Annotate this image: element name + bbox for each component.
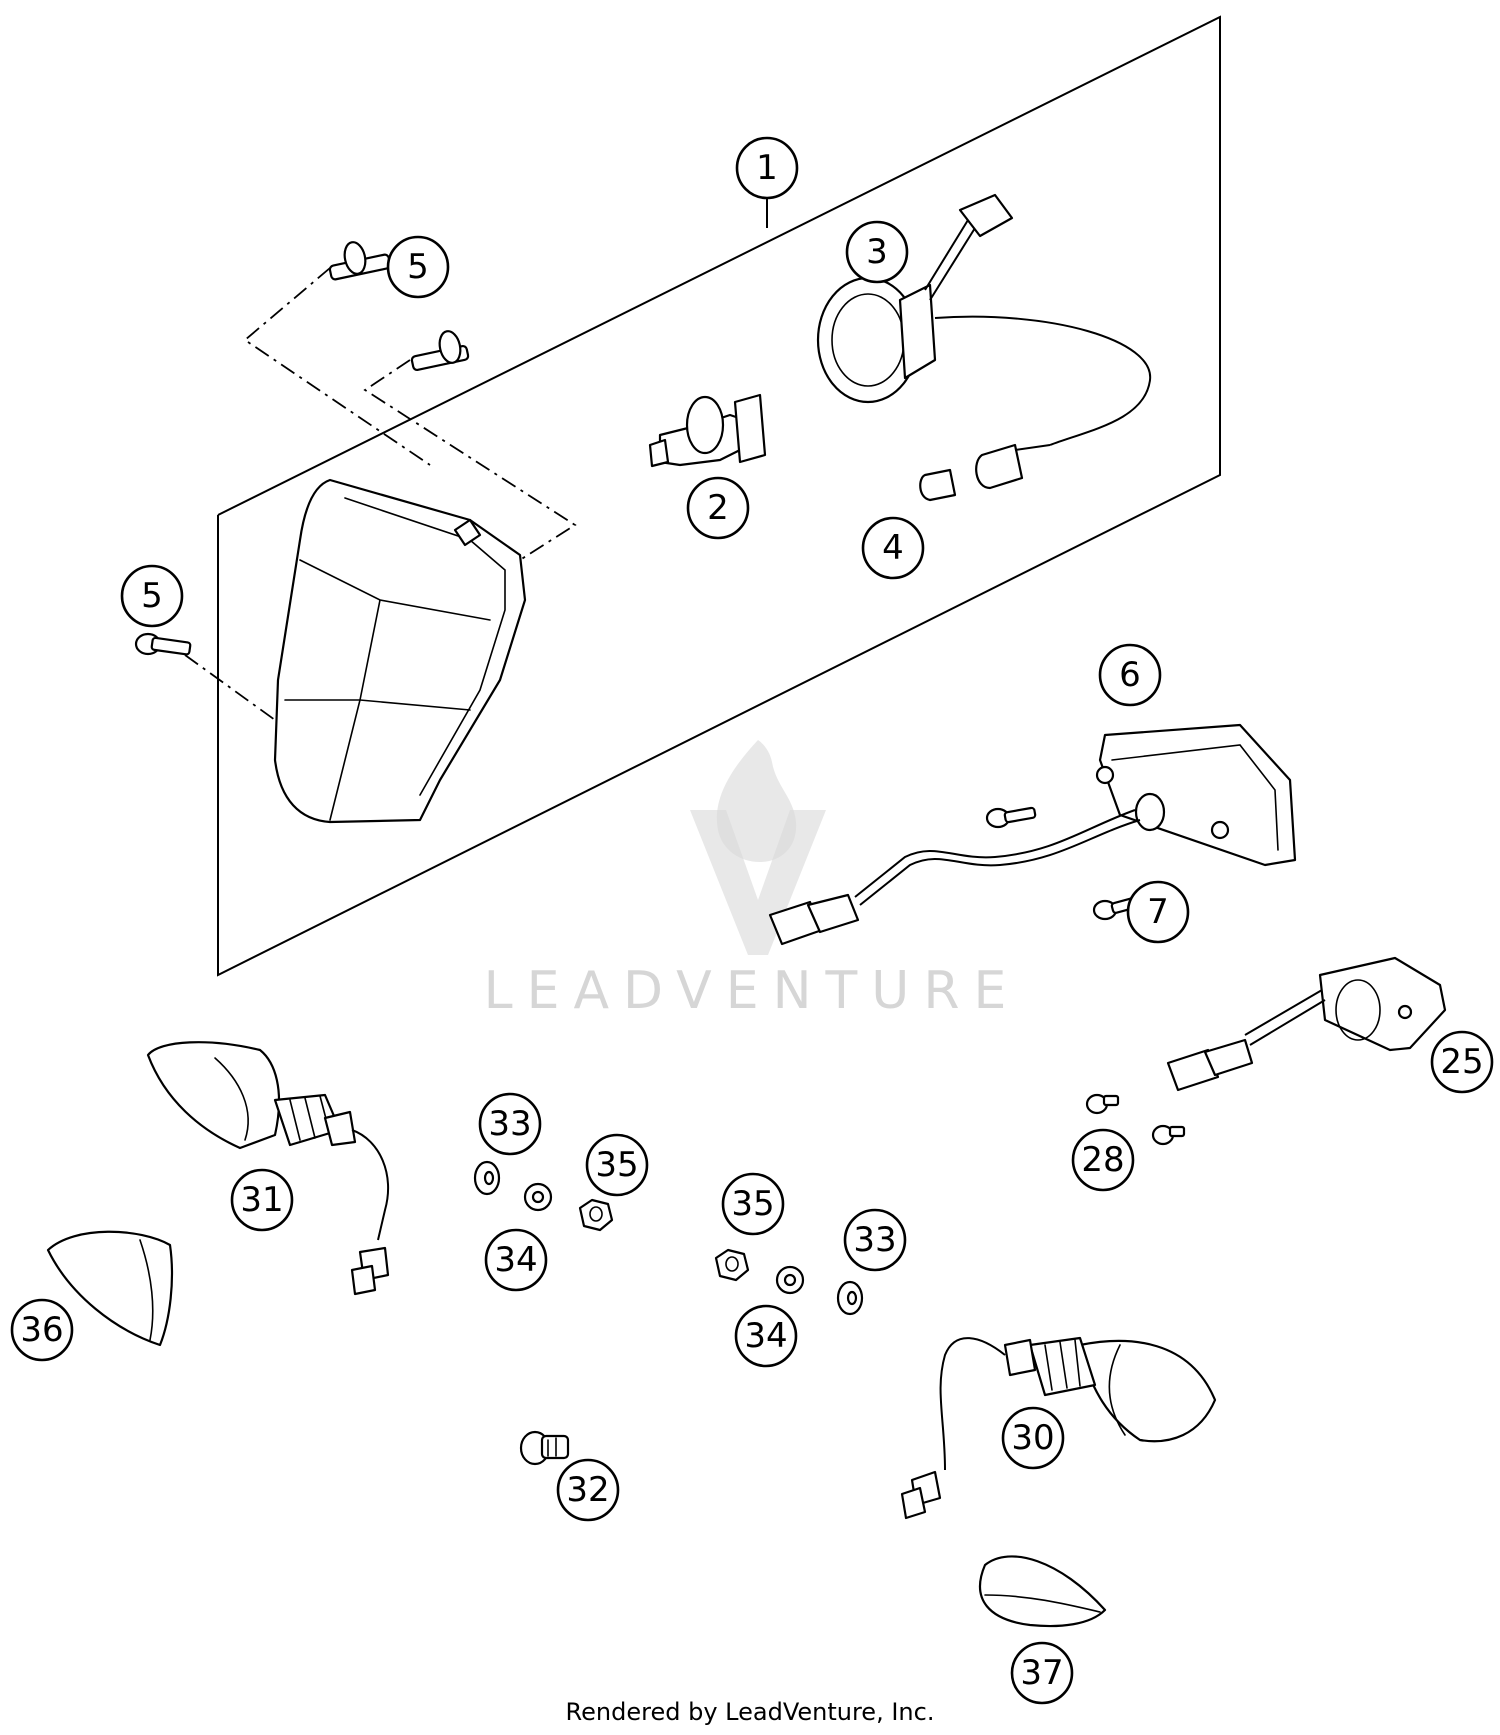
svg-text:7: 7 xyxy=(1147,892,1169,932)
callout-32[interactable]: 32 xyxy=(556,1458,620,1522)
mounting-bolt-side xyxy=(134,632,192,656)
turn-signal-bulb xyxy=(519,1430,570,1466)
bulb-socket-harness xyxy=(816,193,1152,446)
svg-text:33: 33 xyxy=(488,1104,531,1144)
svg-text:4: 4 xyxy=(882,528,904,568)
callout-37[interactable]: 37 xyxy=(1010,1641,1074,1705)
svg-text:35: 35 xyxy=(731,1184,774,1224)
callout-33-right[interactable]: 33 xyxy=(843,1208,907,1272)
washer-right xyxy=(836,1280,864,1316)
nut-left xyxy=(578,1198,614,1232)
svg-text:37: 37 xyxy=(1020,1653,1063,1693)
svg-text:28: 28 xyxy=(1081,1140,1124,1180)
lock-washer-left xyxy=(523,1182,553,1212)
callout-5-side[interactable]: 5 xyxy=(120,564,184,628)
parking-light-bulb xyxy=(919,443,1051,502)
svg-text:5: 5 xyxy=(141,576,163,616)
tail-light-screw-2 xyxy=(1092,896,1142,921)
callout-5-top[interactable]: 5 xyxy=(386,235,450,299)
screw-2 xyxy=(1151,1124,1186,1146)
headlight-bulb xyxy=(648,393,767,468)
bolt-dash-lines xyxy=(184,267,577,721)
nut-right xyxy=(714,1248,750,1282)
svg-text:36: 36 xyxy=(20,1310,63,1350)
svg-text:2: 2 xyxy=(707,488,729,528)
svg-text:32: 32 xyxy=(566,1470,609,1510)
leadventure-watermark: LEADVENTURE xyxy=(484,740,1021,1021)
svg-text:35: 35 xyxy=(595,1145,638,1185)
callout-4[interactable]: 4 xyxy=(861,516,925,580)
callout-7[interactable]: 7 xyxy=(1126,880,1190,944)
callout-35-left[interactable]: 35 xyxy=(585,1133,649,1197)
mounting-bolt-top-2 xyxy=(410,330,470,372)
callout-33-left[interactable]: 33 xyxy=(478,1092,542,1156)
callout-34-right[interactable]: 34 xyxy=(734,1304,798,1368)
svg-text:6: 6 xyxy=(1119,655,1141,695)
callout-25[interactable]: 25 xyxy=(1430,1030,1494,1094)
callout-2[interactable]: 2 xyxy=(686,476,750,540)
license-plate-light xyxy=(1166,956,1447,1092)
turn-signal-right xyxy=(900,1336,1217,1520)
svg-text:3: 3 xyxy=(866,232,888,272)
svg-text:5: 5 xyxy=(407,247,429,287)
lens-right xyxy=(979,1555,1107,1628)
callout-3[interactable]: 3 xyxy=(845,220,909,284)
svg-text:34: 34 xyxy=(744,1316,787,1356)
tail-light-screw-1 xyxy=(985,806,1037,829)
callout-31[interactable]: 31 xyxy=(230,1168,294,1232)
svg-text:33: 33 xyxy=(853,1220,896,1260)
callout-36[interactable]: 36 xyxy=(10,1298,74,1362)
headlight-housing xyxy=(273,478,527,824)
watermark-text: LEADVENTURE xyxy=(484,961,1021,1021)
svg-text:31: 31 xyxy=(240,1180,283,1220)
callout-1[interactable]: 1 xyxy=(735,136,799,200)
callout-28[interactable]: 28 xyxy=(1071,1128,1135,1192)
mounting-bolt-top-1 xyxy=(328,241,392,281)
washer-left xyxy=(473,1160,501,1196)
screw-1 xyxy=(1085,1093,1120,1115)
svg-text:25: 25 xyxy=(1440,1042,1483,1082)
svg-text:30: 30 xyxy=(1011,1418,1054,1458)
callout-34-left[interactable]: 34 xyxy=(484,1228,548,1292)
turn-signal-left xyxy=(146,1041,390,1296)
svg-text:1: 1 xyxy=(756,148,778,188)
callout-35-right[interactable]: 35 xyxy=(721,1172,785,1236)
tail-light xyxy=(768,723,1297,946)
render-credit: Rendered by LeadVenture, Inc. xyxy=(565,1698,935,1726)
callout-30[interactable]: 30 xyxy=(1001,1406,1065,1470)
callout-6[interactable]: 6 xyxy=(1098,643,1162,707)
lock-washer-right xyxy=(775,1265,805,1295)
lens-left xyxy=(46,1230,174,1347)
svg-text:34: 34 xyxy=(494,1240,537,1280)
